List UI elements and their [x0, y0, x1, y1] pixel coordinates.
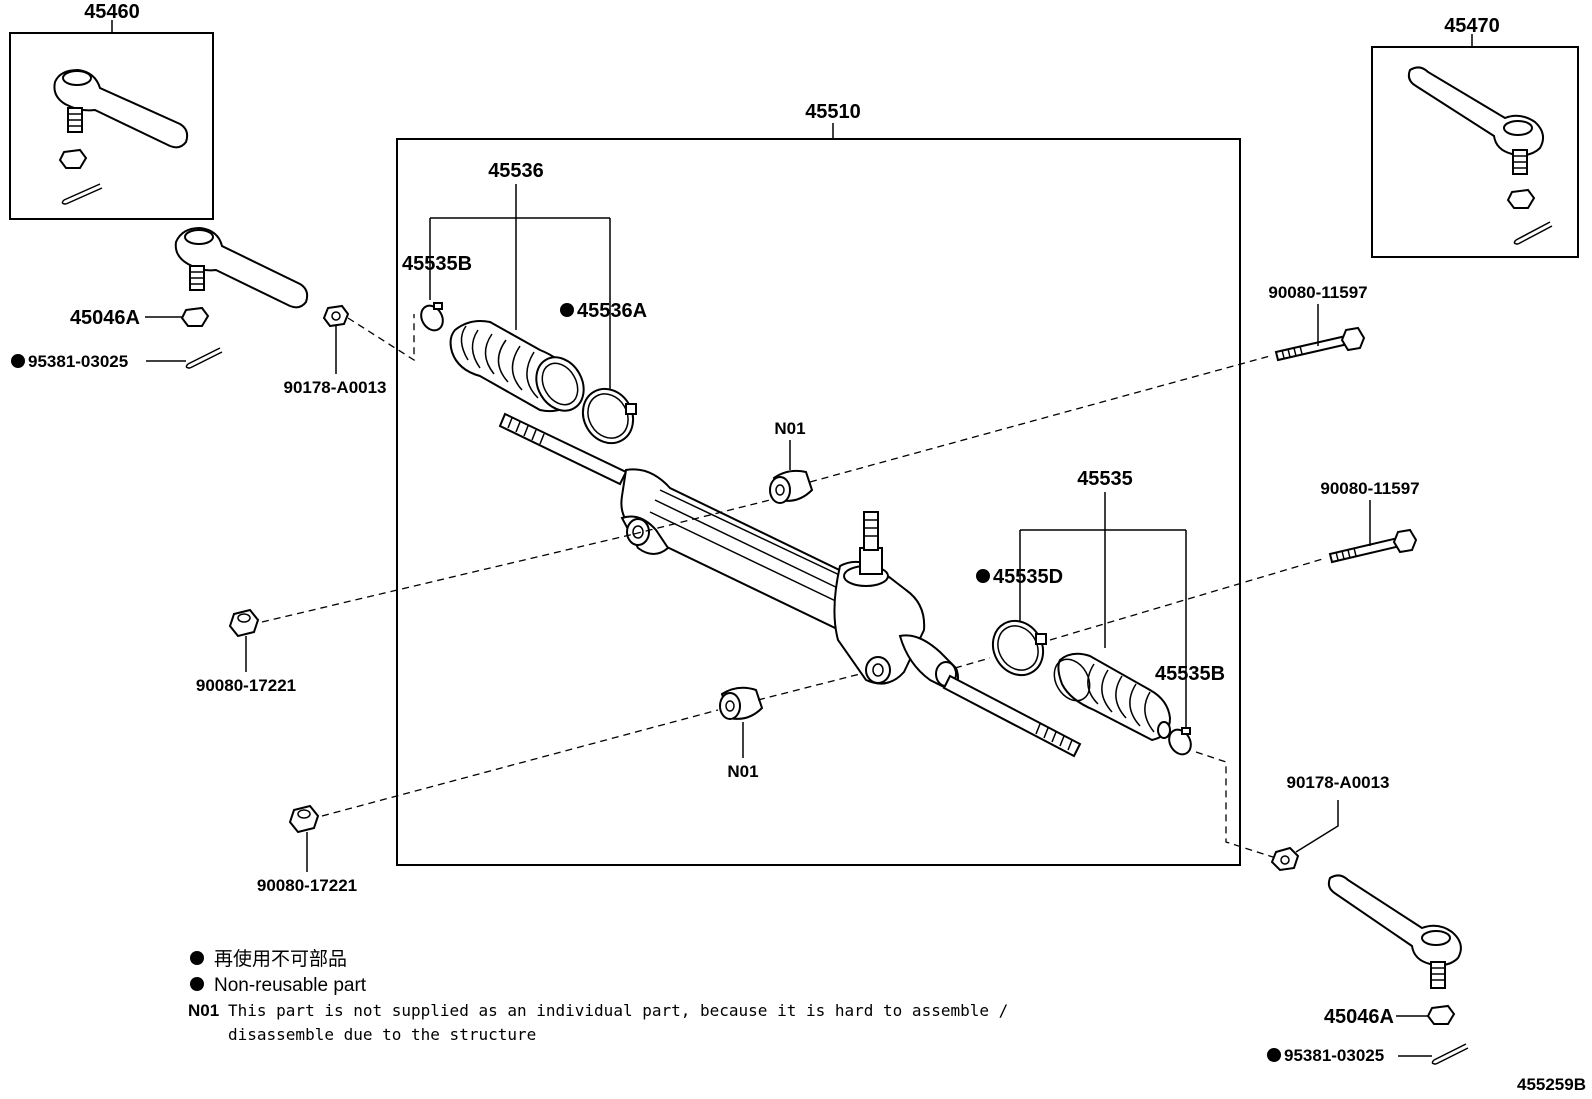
- main-assembly-frame: [396, 138, 1241, 866]
- boot-clamp-left-large: [581, 387, 637, 445]
- label-90080-11597-top: 90080-11597: [1268, 283, 1367, 302]
- label-45510: 45510: [805, 101, 861, 123]
- non-reusable-marker: [560, 303, 574, 317]
- label-45536: 45536: [488, 160, 544, 182]
- label-45536A: 45536A: [577, 300, 647, 322]
- label-45046A-right: 45046A: [1324, 1006, 1394, 1028]
- castle-nut-left: [180, 306, 210, 327]
- non-reusable-marker: [1267, 1048, 1281, 1062]
- label-90080-17221-a: 90080-17221: [196, 676, 296, 695]
- flange-nut-upper: [228, 608, 260, 638]
- label-90080-17221-b: 90080-17221: [257, 876, 357, 895]
- rack-boot-right: [1053, 652, 1172, 742]
- steering-rack-assembly: [498, 412, 1082, 758]
- label-95381-left: 95381-03025: [28, 352, 128, 371]
- boot-clip-left-small: [420, 302, 444, 332]
- label-90178-right: 90178-A0013: [1286, 773, 1389, 792]
- label-45046A-left: 45046A: [70, 307, 140, 329]
- tie-rod-end-right-boxed: [1407, 66, 1553, 245]
- legend-non-reusable-en: Non-reusable part: [214, 975, 367, 996]
- label-45460: 45460: [84, 1, 140, 23]
- mounting-bolt-middle: [1328, 528, 1418, 564]
- cotter-pin-left: [185, 347, 223, 369]
- label-90080-11597-mid: 90080-11597: [1320, 479, 1419, 498]
- castle-nut-right: [1426, 1004, 1456, 1025]
- cotter-pin-right: [1431, 1043, 1469, 1065]
- label-45535B-left: 45535B: [402, 253, 472, 275]
- label-95381-right: 95381-03025: [1284, 1046, 1384, 1065]
- tie-rod-end-box-right: [1371, 46, 1579, 258]
- tie-rod-end-left: [174, 226, 309, 309]
- mounting-bolt-upper: [1274, 326, 1366, 362]
- figure-id: 455259B: [1517, 1075, 1586, 1094]
- legend-n01-note-line2: disassemble due to the structure: [228, 1025, 536, 1044]
- tie-rod-end-right: [1327, 874, 1462, 989]
- label-45535B-right: 45535B: [1155, 663, 1225, 685]
- label-90178-left: 90178-A0013: [283, 378, 386, 397]
- label-45470: 45470: [1444, 15, 1500, 37]
- non-reusable-marker: [976, 569, 990, 583]
- mount-bushing-upper: [769, 469, 814, 504]
- legend-non-reusable-jp: 再使用不可部品: [214, 948, 347, 970]
- label-N01-bottom: N01: [727, 762, 758, 781]
- lock-nut-right: [1270, 846, 1300, 872]
- non-reusable-marker: [11, 354, 25, 368]
- label-N01-top: N01: [774, 419, 805, 438]
- tie-rod-end-left-boxed: [53, 68, 189, 205]
- lock-nut-left: [322, 304, 350, 328]
- legend-n01-note-line1: This part is not supplied as an individu…: [228, 1001, 1008, 1020]
- legend-n01-key: N01: [188, 1001, 219, 1020]
- legend-marker-jp: [190, 951, 204, 965]
- boot-clip-right-small: [1168, 727, 1192, 756]
- rack-boot-left: [449, 320, 585, 413]
- boot-clamp-right-large: [991, 619, 1047, 677]
- label-45535: 45535: [1077, 468, 1133, 490]
- flange-nut-lower: [288, 804, 320, 834]
- label-45535D: 45535D: [993, 566, 1063, 588]
- legend-marker-en: [190, 977, 204, 991]
- mount-bushing-lower: [719, 686, 764, 720]
